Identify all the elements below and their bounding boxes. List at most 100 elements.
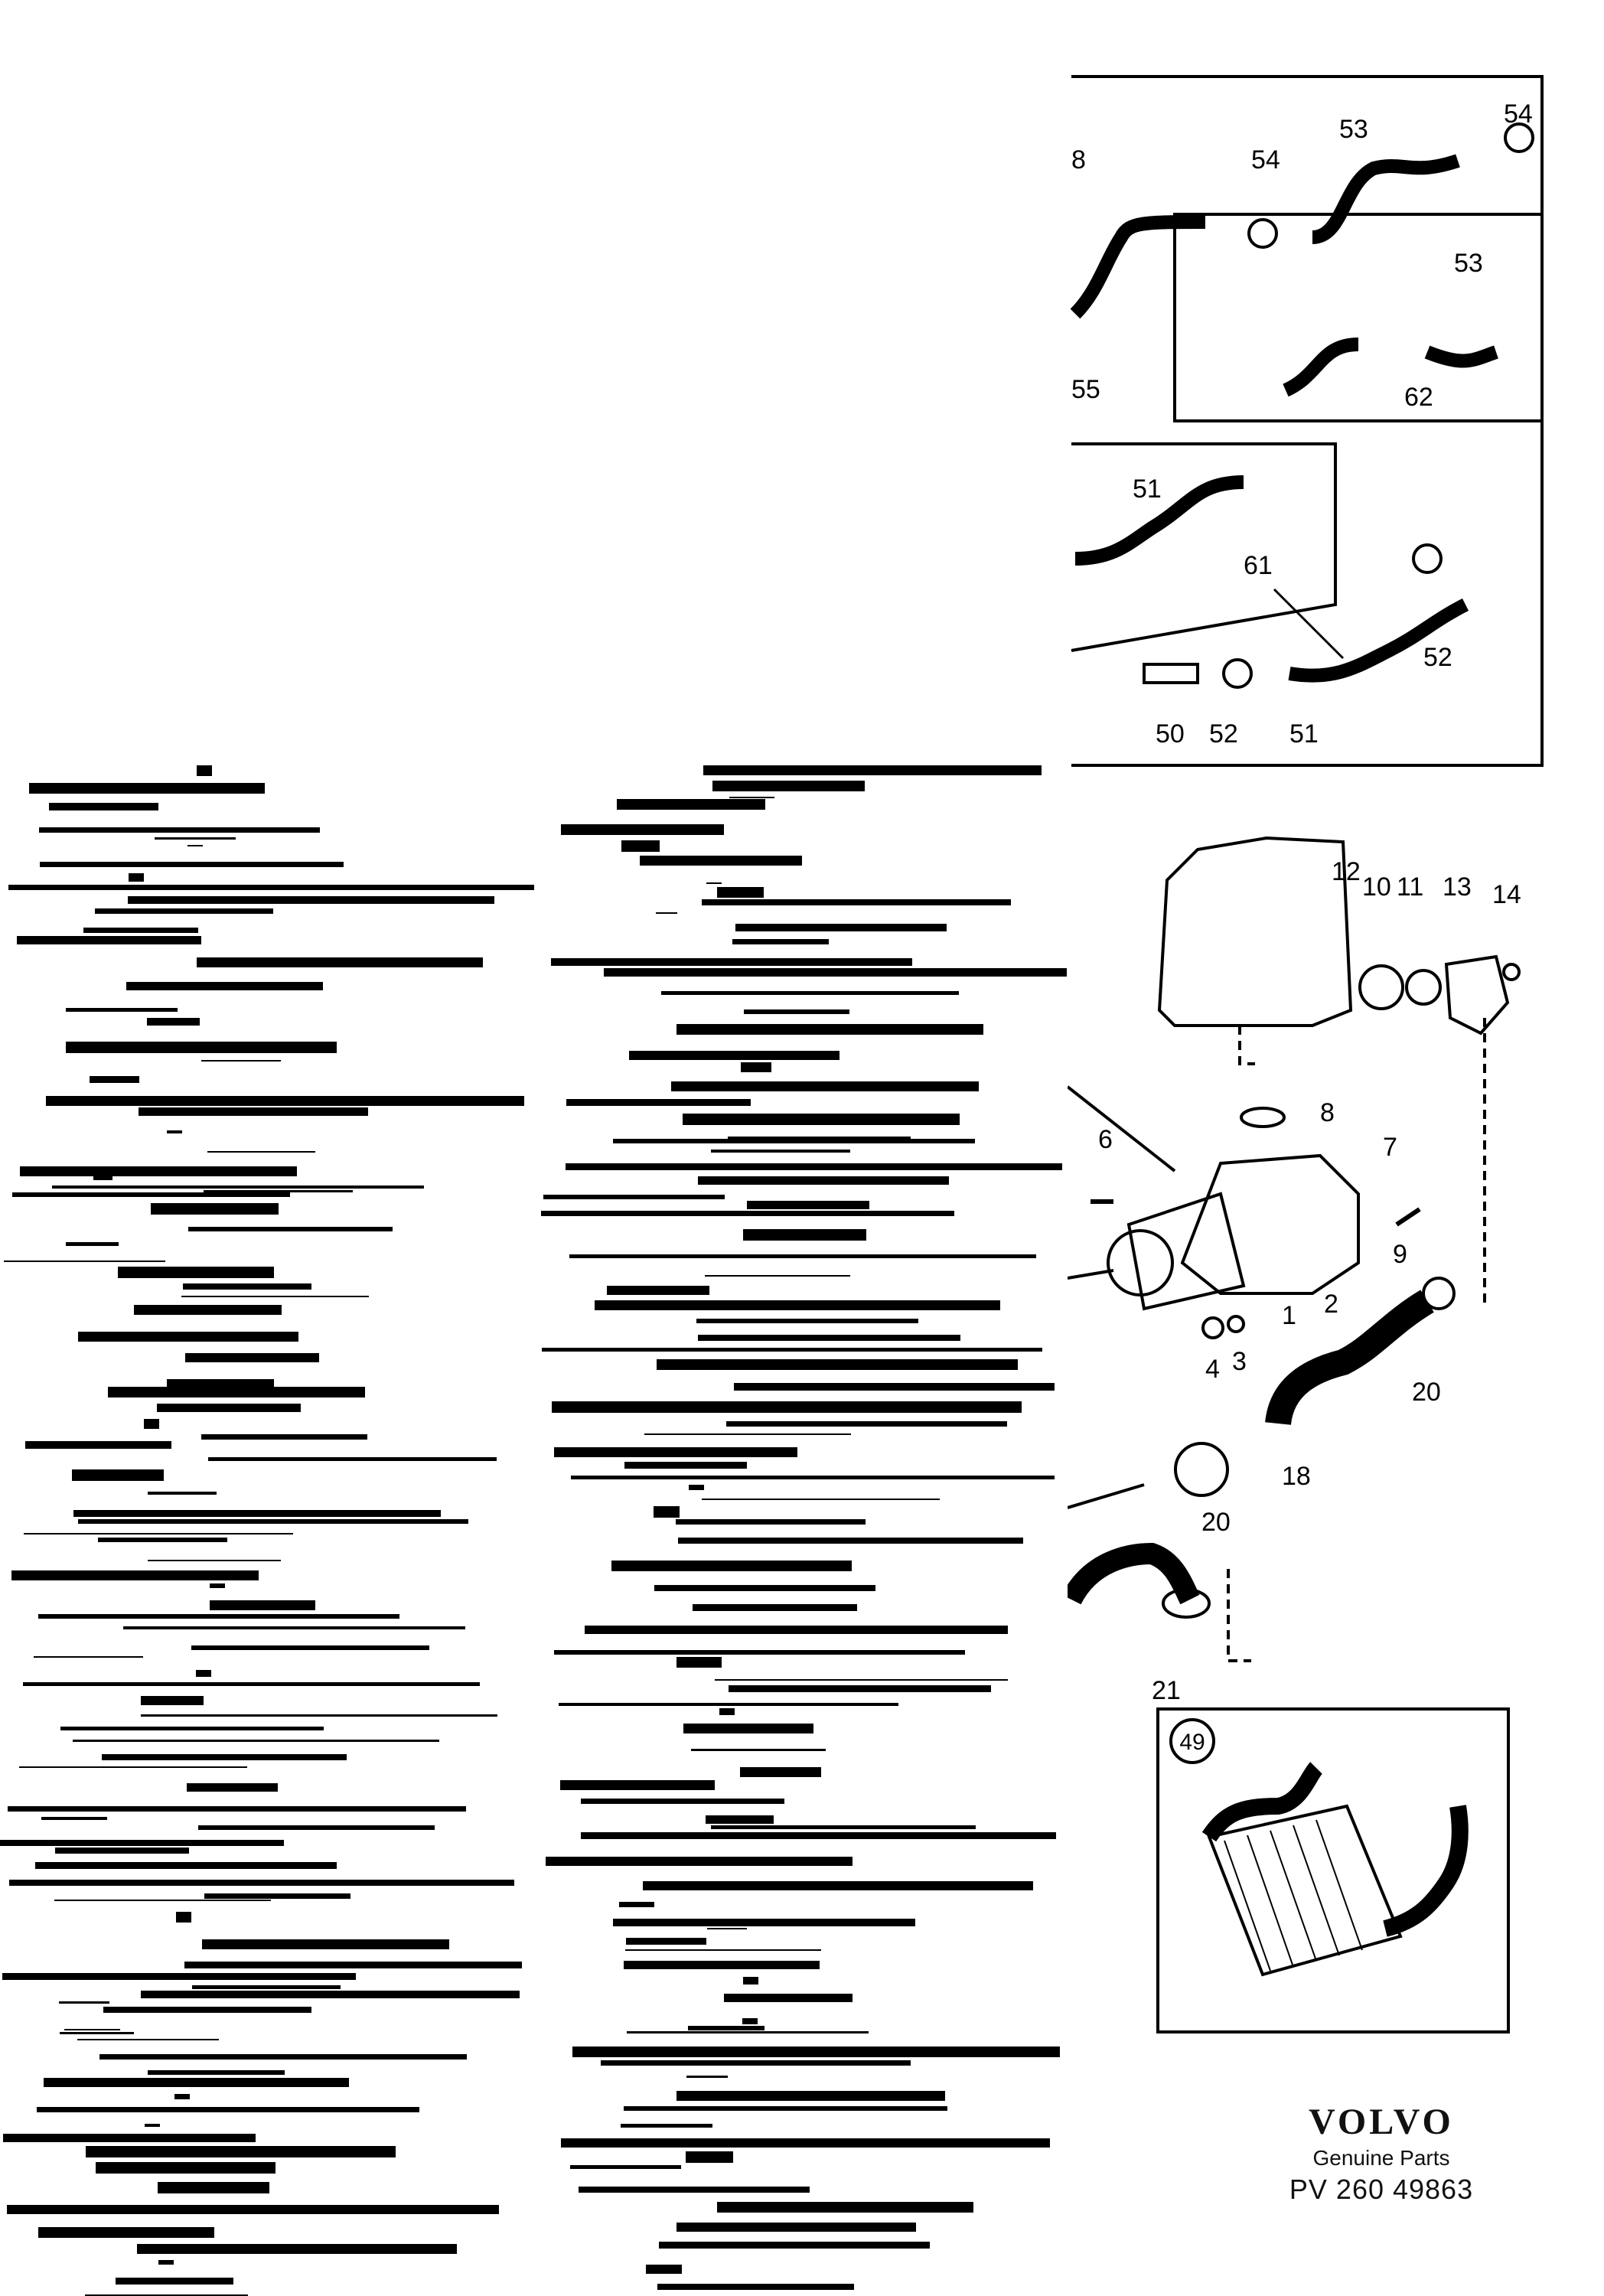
artifact-bar xyxy=(678,1538,1023,1544)
callout-50: 50 xyxy=(1156,719,1185,748)
artifact-bar xyxy=(572,2047,1060,2057)
callout-54: 54 xyxy=(1251,145,1280,174)
artifact-bar xyxy=(38,1614,399,1619)
artifact-bar xyxy=(141,1991,520,1998)
callout-61: 61 xyxy=(1244,551,1273,580)
artifact-bar xyxy=(625,1949,821,1951)
callout-8: 8 xyxy=(1320,1098,1335,1127)
artifact-bar xyxy=(744,1009,849,1014)
artifact-bar xyxy=(39,827,320,833)
artifact-bar xyxy=(741,1062,771,1072)
artifact-bar xyxy=(99,2054,467,2060)
artifact-bar xyxy=(210,1600,315,1610)
artifact-bar xyxy=(661,991,959,995)
callout-8: 8 xyxy=(1071,145,1086,174)
artifact-bar xyxy=(698,1335,960,1341)
artifact-bar xyxy=(624,2106,947,2111)
callout-10: 10 xyxy=(1362,872,1391,902)
artifact-bar xyxy=(554,1650,965,1655)
artifact-bar xyxy=(659,2242,930,2249)
artifact-bar xyxy=(95,908,273,914)
artifact-bar xyxy=(581,1799,784,1804)
artifact-bar xyxy=(676,2091,945,2101)
hose-21 xyxy=(1068,1542,1200,1605)
radiator-core xyxy=(1207,1804,1403,1977)
artifact-bar xyxy=(619,1902,654,1907)
callout-12: 12 xyxy=(1332,857,1361,886)
artifact-bar xyxy=(617,799,765,810)
artifact-bar xyxy=(41,1817,107,1820)
artifact-bar xyxy=(654,1585,875,1591)
middle-artifact-column xyxy=(540,765,1068,2296)
clamp-52b-icon xyxy=(1412,543,1443,574)
artifact-bar xyxy=(148,1560,281,1561)
artifact-bar xyxy=(145,2124,160,2127)
artifact-bar xyxy=(78,1332,298,1342)
artifact-bar xyxy=(624,1961,820,1969)
artifact-bar xyxy=(604,968,1067,977)
artifact-bar xyxy=(185,1353,319,1362)
nut-4-icon xyxy=(1201,1316,1224,1339)
callout-52: 52 xyxy=(1423,643,1452,672)
seal-11-icon xyxy=(1405,969,1442,1006)
artifact-bar xyxy=(621,2124,712,2128)
artifact-bar xyxy=(108,1387,365,1397)
artifact-bar xyxy=(706,882,722,884)
water-pump-diagram: 12 10 11 13 14 8 6 7 9 2 1 4 3 20 18 20 … xyxy=(1068,836,1521,1705)
artifact-bar xyxy=(640,856,802,866)
artifact-bar xyxy=(626,1938,706,1945)
artifact-bar xyxy=(7,2205,499,2214)
artifact-bar xyxy=(735,924,947,931)
artifact-bar xyxy=(611,1561,852,1571)
artifact-bar xyxy=(11,1570,259,1580)
artifact-bar xyxy=(571,1476,1055,1479)
artifact-bar xyxy=(2,1973,356,1980)
artifact-bar xyxy=(561,2138,1050,2148)
artifact-bar xyxy=(676,2223,916,2232)
artifact-bar xyxy=(86,2146,396,2157)
artifact-bar xyxy=(85,2294,248,2296)
callout-20: 20 xyxy=(1412,1378,1441,1407)
artifact-bar xyxy=(729,797,774,798)
artifact-bar xyxy=(181,1296,369,1297)
artifact-bar xyxy=(207,1151,315,1153)
artifact-bar xyxy=(657,2284,854,2290)
artifact-bar xyxy=(208,1457,497,1461)
artifact-bar xyxy=(728,1137,911,1139)
artifact-bar xyxy=(691,1749,826,1751)
callout-4: 4 xyxy=(1205,1355,1220,1384)
artifact-bar xyxy=(543,1195,725,1199)
artifact-bar xyxy=(734,1383,1055,1391)
artifact-bar xyxy=(37,2107,419,2112)
artifact-bar xyxy=(147,1018,200,1026)
artifact-bar xyxy=(66,1042,337,1053)
artifact-bar xyxy=(732,939,829,944)
artifact-bar xyxy=(201,1060,281,1062)
artifact-bar xyxy=(134,1305,282,1315)
artifact-bar xyxy=(585,1626,1008,1634)
artifact-bar xyxy=(706,1815,774,1824)
artifact-bar xyxy=(52,1186,424,1189)
artifact-bar xyxy=(542,1348,1042,1352)
artifact-bar xyxy=(191,1645,429,1650)
artifact-bar xyxy=(743,1229,866,1241)
artifact-bar xyxy=(44,2078,349,2087)
callout-20b: 20 xyxy=(1201,1508,1231,1537)
artifact-bar xyxy=(128,896,494,904)
left-artifact-column xyxy=(0,765,536,2296)
artifact-bar xyxy=(148,1492,217,1495)
artifact-bar xyxy=(656,912,677,914)
artifact-bar xyxy=(77,2039,219,2040)
artifact-bar xyxy=(17,936,201,944)
artifact-bar xyxy=(676,1024,983,1035)
artifact-bar xyxy=(705,1275,850,1277)
artifact-bar xyxy=(25,1441,171,1449)
artifact-bar xyxy=(40,862,344,867)
artifact-bar xyxy=(689,1485,704,1490)
hose-diagram-panel: 8 54 53 54 55 53 62 51 61 52 50 52 51 xyxy=(1070,75,1544,767)
artifact-bar xyxy=(55,1848,189,1854)
callout-21: 21 xyxy=(1152,1676,1181,1705)
artifact-bar xyxy=(129,873,144,882)
artifact-bar xyxy=(729,1685,991,1692)
artifact-bar xyxy=(8,885,534,890)
